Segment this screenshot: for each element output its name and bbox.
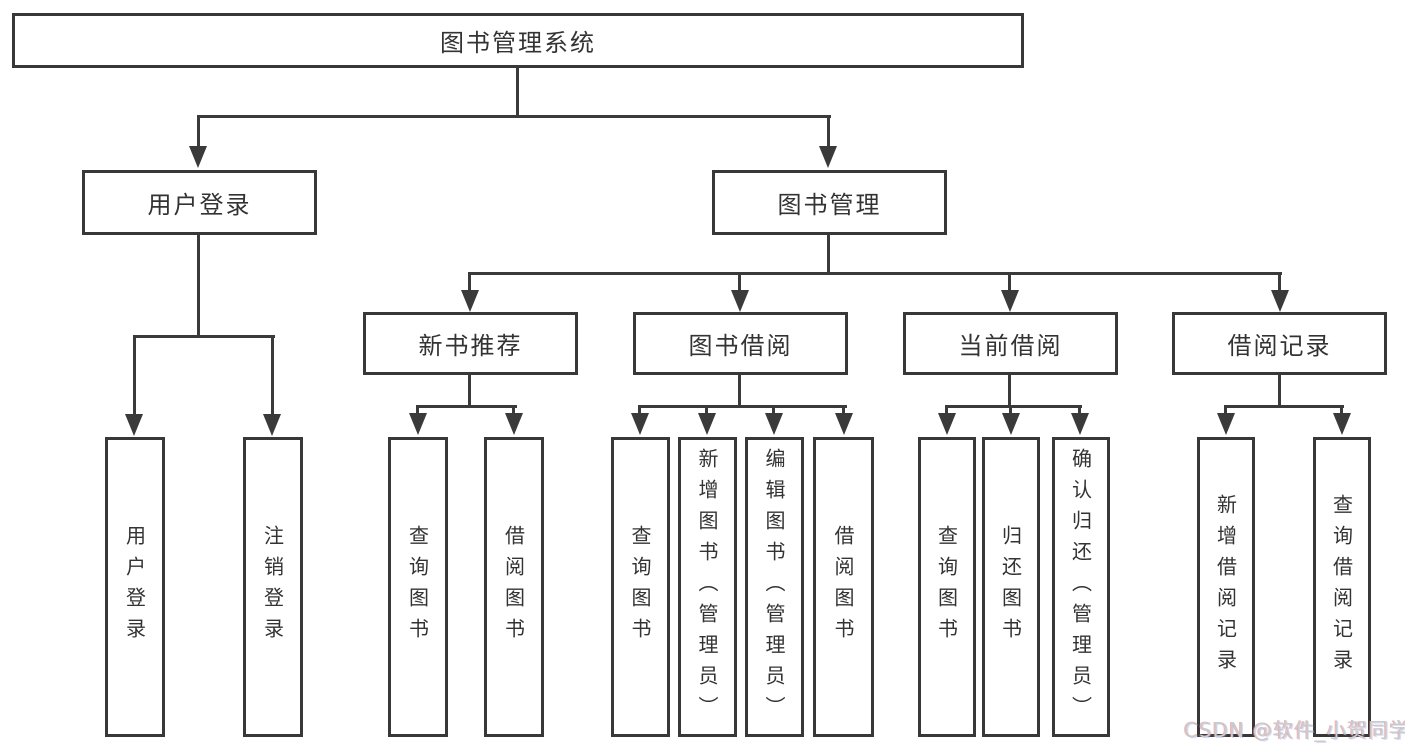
node-nbr-query-book-label: 查询图书: [405, 525, 430, 649]
connector-line: [516, 68, 519, 118]
node-book-borrow-label: 图书借阅: [688, 332, 793, 360]
connector-line: [945, 405, 1082, 408]
connector-line: [197, 115, 831, 118]
node-br-query-record: 查询借阅记录: [1313, 437, 1371, 737]
connector-line: [133, 335, 136, 415]
arrow-down-icon: [505, 413, 523, 435]
node-cb-confirm-return: 确认归还（管理员）: [1052, 437, 1110, 737]
connector-line: [738, 272, 741, 290]
arrow-down-icon: [263, 414, 281, 436]
node-cb-return-book: 归还图书: [982, 437, 1040, 737]
node-book-mgmt-label: 图书管理: [777, 191, 882, 219]
node-br-add-record-label: 新增借阅记录: [1213, 494, 1238, 680]
node-system-label: 图书管理系统: [440, 29, 596, 57]
node-bb-borrow-book-label: 借阅图书: [831, 525, 855, 649]
node-bb-add-book: 新增图书（管理员）: [678, 437, 737, 737]
node-bb-query-book: 查询图书: [611, 437, 670, 737]
arrow-down-icon: [1071, 413, 1089, 435]
node-bb-edit-book: 编辑图书（管理员）: [745, 437, 804, 737]
connector-line: [271, 335, 274, 415]
connector-line: [738, 375, 741, 408]
node-new-book-rec: 新书推荐: [363, 312, 578, 375]
connector-line: [1278, 272, 1281, 290]
arrow-down-icon: [1271, 290, 1289, 312]
connector-line: [772, 405, 775, 415]
node-user-login: 用户登录: [82, 170, 317, 235]
watermark: CSDN @软件_小贺同学: [1184, 718, 1405, 742]
node-user-login-label: 用户登录: [147, 191, 252, 219]
node-bb-add-book-label: 新增图书（管理员）: [695, 447, 719, 727]
arrow-down-icon: [1001, 290, 1019, 312]
arrow-down-icon: [698, 413, 716, 435]
arrow-down-icon: [1002, 413, 1020, 435]
arrow-down-icon: [731, 290, 749, 312]
node-borrow-record: 借阅记录: [1172, 312, 1387, 375]
node-logout-label: 注销登录: [260, 525, 285, 649]
node-nbr-borrow-book: 借阅图书: [484, 437, 544, 737]
connector-line: [1009, 405, 1012, 415]
connector-line: [945, 405, 948, 415]
connector-line: [1224, 405, 1344, 408]
connector-line: [1224, 405, 1227, 415]
node-book-mgmt: 图书管理: [712, 170, 947, 235]
connector-line: [827, 235, 830, 275]
arrow-down-icon: [835, 413, 853, 435]
node-new-book-rec-label: 新书推荐: [418, 332, 523, 360]
node-nbr-query-book: 查询图书: [388, 437, 448, 737]
connector-line: [638, 405, 847, 408]
connector-line: [512, 405, 515, 415]
node-cb-return-book-label: 归还图书: [998, 525, 1023, 649]
connector-line: [133, 335, 275, 338]
connector-line: [842, 405, 845, 415]
node-borrow-record-label: 借阅记录: [1227, 332, 1332, 360]
connector-line: [705, 405, 708, 415]
arrow-down-icon: [631, 413, 649, 435]
connector-line: [1008, 272, 1011, 290]
connector-line: [416, 405, 517, 408]
node-cb-query-book: 查询图书: [918, 437, 976, 737]
node-bb-borrow-book: 借阅图书: [813, 437, 874, 737]
node-bb-edit-book-label: 编辑图书（管理员）: [762, 447, 786, 727]
connector-line: [1078, 405, 1081, 415]
node-book-borrow: 图书借阅: [633, 312, 848, 375]
node-nbr-borrow-book-label: 借阅图书: [501, 525, 526, 649]
node-login-label: 用户登录: [122, 525, 147, 649]
connector-line: [1340, 405, 1343, 415]
connector-line: [1278, 375, 1281, 408]
connector-line: [468, 375, 471, 408]
node-cb-query-book-label: 查询图书: [934, 525, 959, 649]
arrow-down-icon: [461, 290, 479, 312]
node-bb-query-book-label: 查询图书: [628, 525, 652, 649]
node-login: 用户登录: [105, 437, 165, 737]
node-system: 图书管理系统: [12, 13, 1024, 68]
arrow-down-icon: [819, 146, 837, 168]
connector-line: [638, 405, 641, 415]
node-logout: 注销登录: [243, 437, 303, 737]
connector-line: [827, 115, 830, 148]
node-current-borrow: 当前借阅: [903, 312, 1118, 375]
connector-line: [197, 235, 200, 338]
arrow-down-icon: [765, 413, 783, 435]
arrow-down-icon: [125, 414, 143, 436]
node-current-borrow-label: 当前借阅: [958, 332, 1063, 360]
arrow-down-icon: [1217, 413, 1235, 435]
arrow-down-icon: [409, 413, 427, 435]
connector-line: [468, 272, 1282, 275]
connector-line: [197, 115, 200, 148]
arrow-down-icon: [1333, 413, 1351, 435]
node-br-add-record: 新增借阅记录: [1197, 437, 1255, 737]
connector-line: [468, 272, 471, 290]
node-cb-confirm-return-label: 确认归还（管理员）: [1068, 447, 1093, 727]
connector-line: [1008, 375, 1011, 408]
arrow-down-icon: [189, 146, 207, 168]
arrow-down-icon: [938, 413, 956, 435]
connector-line: [416, 405, 419, 415]
node-br-query-record-label: 查询借阅记录: [1329, 494, 1354, 680]
